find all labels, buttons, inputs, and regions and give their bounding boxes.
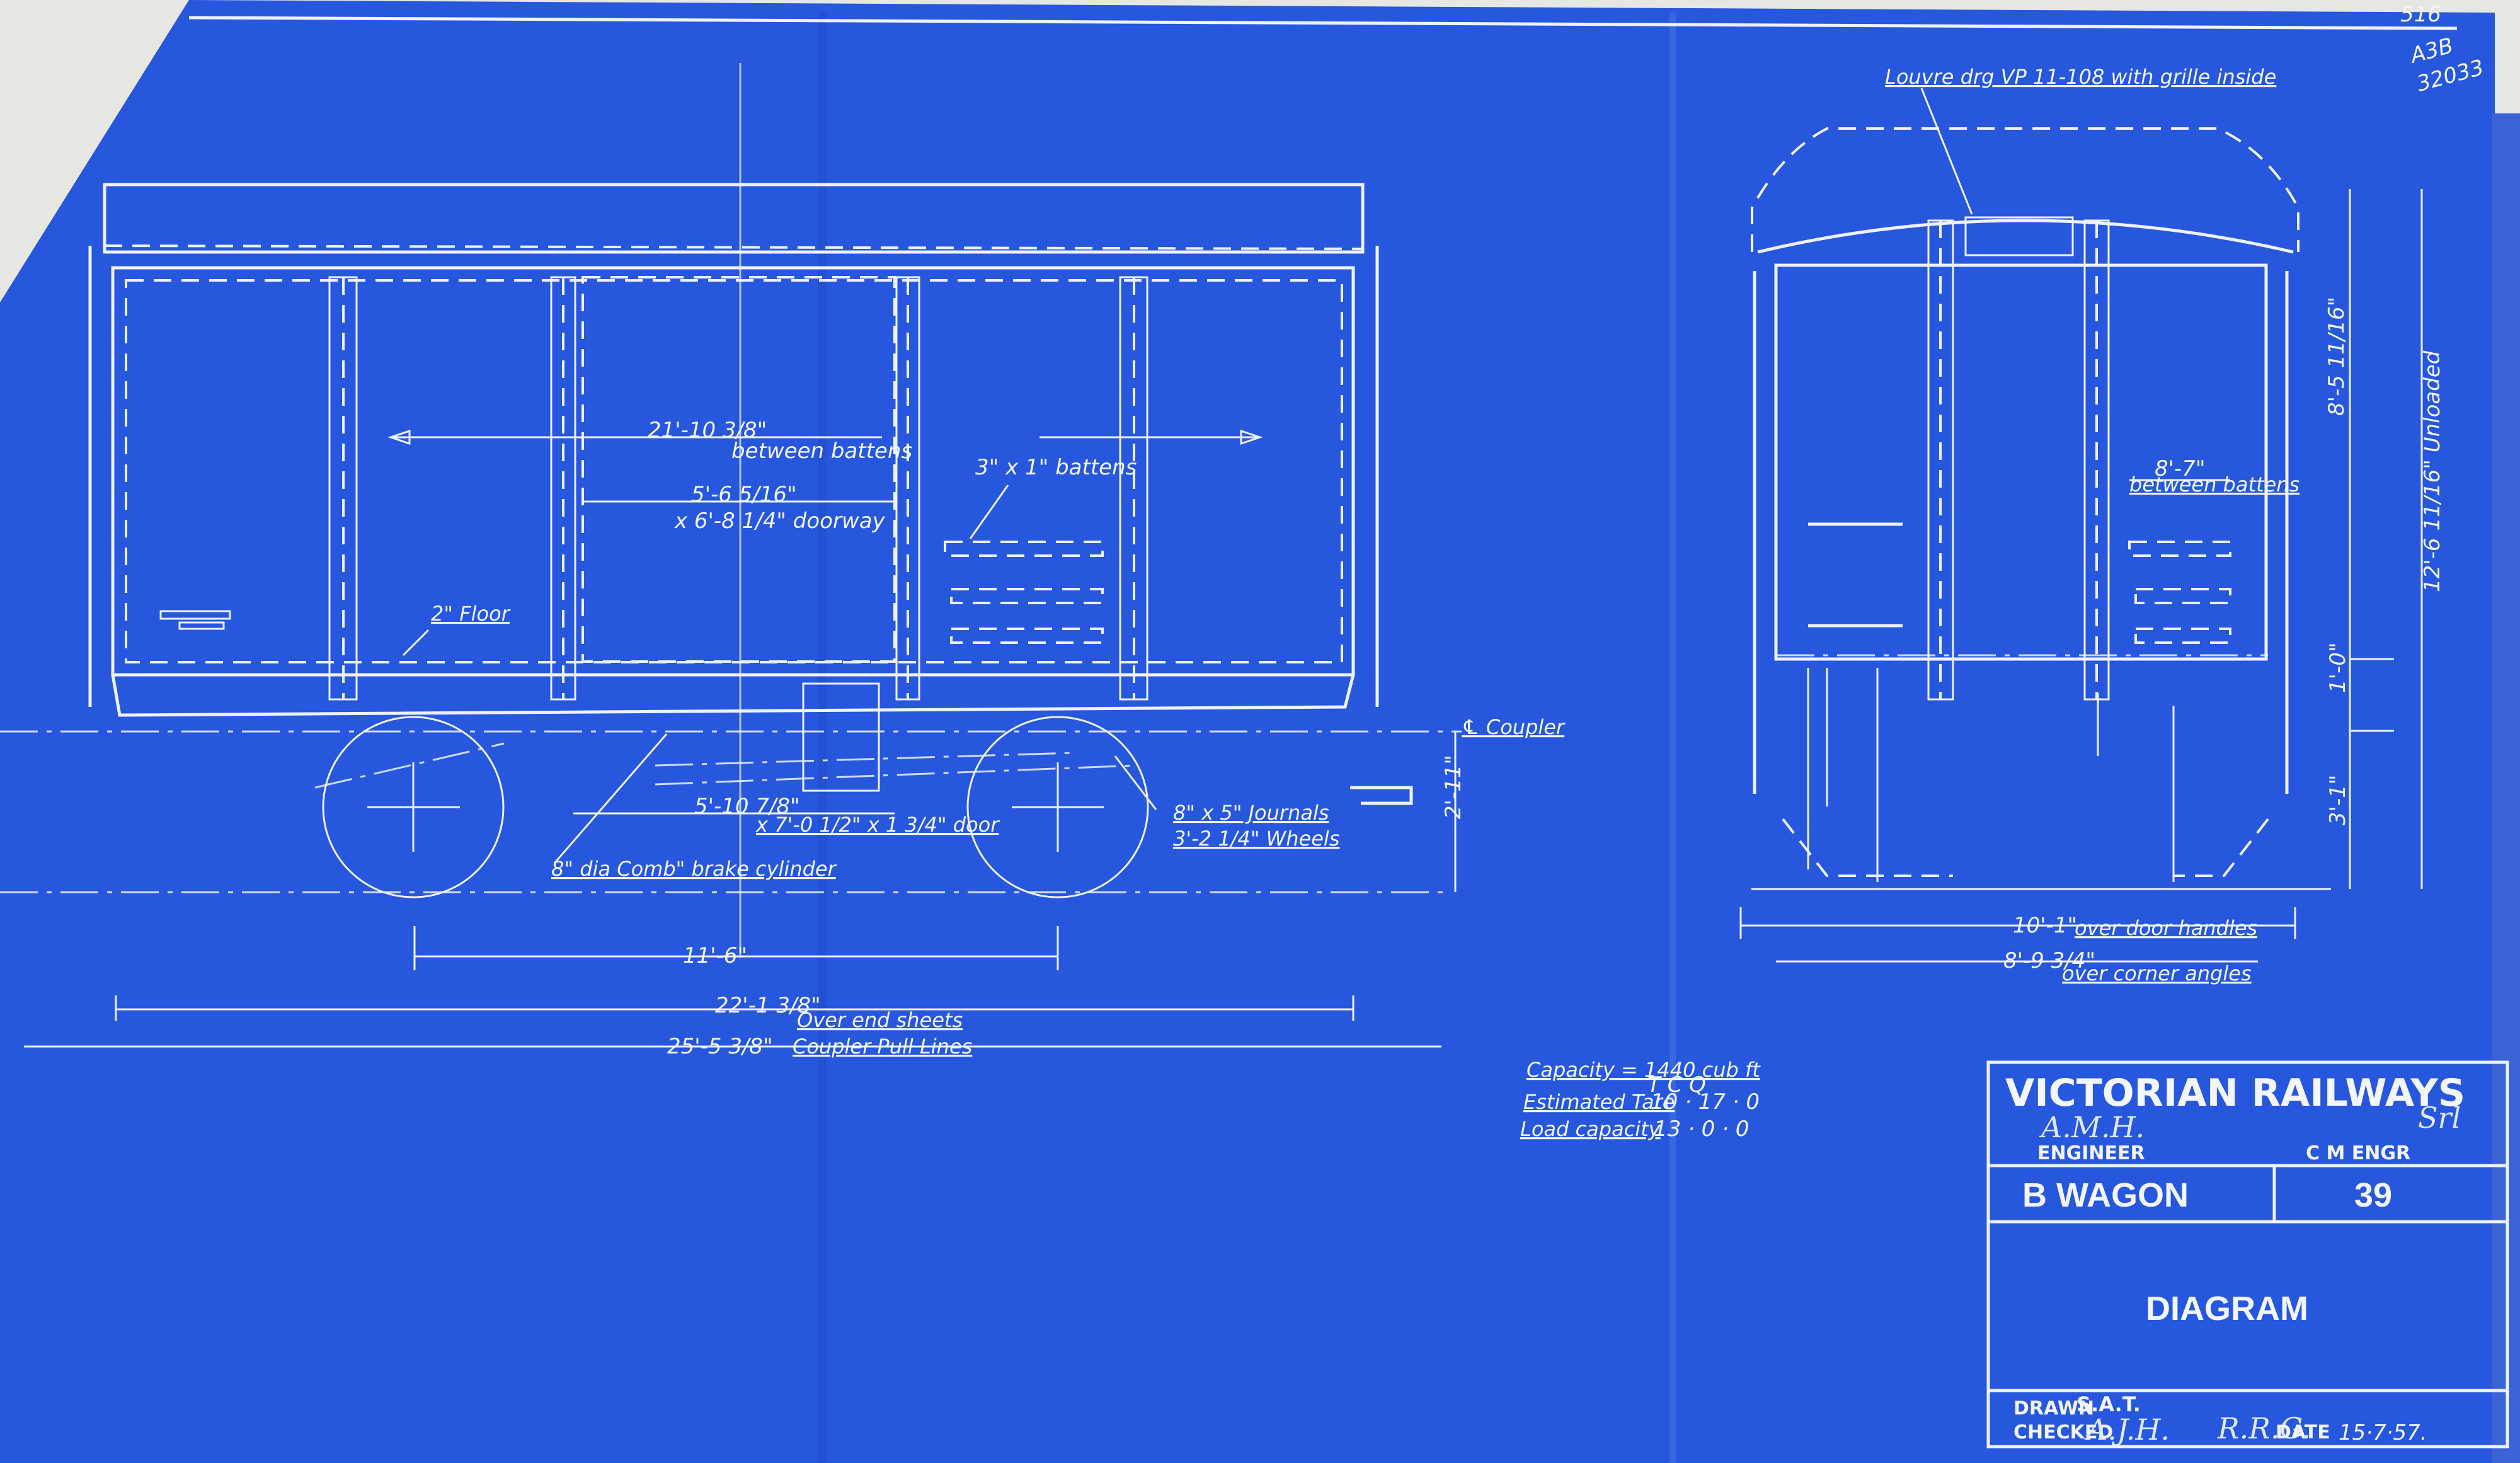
wheel-left	[322, 716, 505, 898]
rail-height-label: 3'-1"	[2325, 774, 2351, 825]
body-lining	[125, 279, 1343, 663]
wheelbase-dimension	[413, 926, 1059, 970]
border-top	[188, 16, 2458, 30]
brake-rigging	[314, 742, 1135, 789]
pull-lines-label: Coupler Pull Lines	[793, 1035, 972, 1059]
battens-label: 3" x 1" battens	[975, 455, 1137, 480]
drawn-by: S.A.T.	[2076, 1392, 2141, 1416]
engineer-label: ENGINEER	[2037, 1142, 2145, 1164]
vehicle-class: B WAGON	[2022, 1176, 2189, 1214]
engineer-signature: A.M.H.	[2039, 1110, 2145, 1144]
diagram-heading: DIAGRAM	[2146, 1290, 2308, 1328]
tare-units: T C Q	[1647, 1072, 1706, 1098]
upper-height-label: 8'-5 11/16"	[2324, 297, 2349, 416]
load-capacity-value: 13 · 0 · 0	[1654, 1116, 1749, 1142]
end-battens-label: between battens	[2129, 473, 2300, 496]
door-dimension-label: 5'-10 7/8"	[694, 794, 800, 819]
end-elevation: Louvre drg VP 11-108 with grille inside …	[1739, 65, 2445, 985]
between-battens-dimension	[387, 429, 1263, 445]
journals-label: 8" x 5" Journals	[1173, 801, 1329, 825]
tare-value: 10 · 17 · 0	[1651, 1089, 1760, 1115]
coupler-height-label: 2'-11"	[1441, 755, 1466, 819]
leader-lines	[402, 485, 1157, 864]
cme-signature: Srl	[2418, 1101, 2461, 1135]
between-battens-dimension-label: 21'-10 3/8"	[648, 418, 767, 443]
date-value: 15·7·57.	[2339, 1420, 2427, 1445]
brake-cylinder-label: 8" dia Comb" brake cylinder	[551, 857, 837, 881]
brake-cylinder	[802, 682, 880, 792]
door-handles-label: over door handles	[2075, 916, 2257, 940]
over-end-label: Over end sheets	[797, 1008, 963, 1032]
louvre-label: Louvre drg VP 11-108 with grille inside	[1885, 65, 2276, 89]
roof-profile	[1751, 127, 2300, 252]
title-block: VICTORIAN RAILWAYS A.M.H. ENGINEER Srl C…	[1986, 1060, 2509, 1449]
traced-by-initials: R.R.G.	[2217, 1411, 2311, 1445]
corner-angles-label: over corner angles	[2062, 961, 2252, 985]
checked-label: CHECKED	[2013, 1421, 2113, 1443]
side-elevation: 21'-10 3/8" between battens 5'-6 5/16" x…	[0, 63, 1566, 1059]
louvre-grille	[1964, 216, 2074, 256]
door-label: x 7'-0 1/2" x 1 3/4" door	[755, 813, 1000, 837]
doorway-label: x 6'-8 1/4" doorway	[674, 508, 886, 534]
drawn-label: DRAWN	[2013, 1397, 2094, 1420]
checked-by-signature: A.J.H.	[2084, 1413, 2170, 1447]
wheel-right	[966, 716, 1149, 898]
end-body-outline	[1774, 263, 2268, 661]
over-end-dimension-label: 22'-1 3/8"	[715, 993, 821, 1018]
batten-outlines	[944, 541, 1104, 644]
width-dimensions	[1739, 907, 2296, 963]
capacity-text: Capacity = 1440 cub ft	[1526, 1058, 1761, 1082]
door-handles-dimension-label: 10'-1"	[2013, 913, 2077, 938]
coupler-label: ℄ Coupler	[1462, 715, 1566, 739]
date-label: DATE	[2276, 1421, 2330, 1443]
end-batten-outlines	[2128, 541, 2231, 644]
doorway-dimension-label: 5'-6 5/16"	[691, 482, 797, 507]
wheels-label: 3'-2 1/4" Wheels	[1173, 827, 1339, 851]
capacity-notes: Capacity = 1440 cub ft T C Q Estimated T…	[1520, 1058, 1761, 1142]
doorway-outline	[581, 276, 896, 663]
corner-angles-dimension-label: 8'-9 3/4"	[2003, 948, 2095, 973]
wheel-outline-end	[1782, 818, 2269, 877]
over-end-dimension	[115, 995, 1354, 1021]
coupler	[1350, 786, 1413, 805]
stanchions	[328, 276, 1148, 701]
floor-height-label: 1'-0"	[2325, 642, 2351, 693]
door-handles	[1808, 522, 1903, 628]
underframe	[111, 673, 1356, 717]
between-battens-label: between battens	[731, 439, 912, 464]
door-handle-icon	[159, 610, 231, 630]
total-height-label: 12'-6 11/16" Unloaded	[2420, 350, 2445, 592]
axle-centre-marks	[367, 762, 1104, 852]
underframe-end	[1807, 668, 2175, 882]
height-dimensions	[2349, 189, 2423, 889]
roof-hidden-line	[104, 244, 1363, 250]
tare-label: Estimated Tare	[1523, 1090, 1675, 1114]
sheet-number: 516	[2400, 2, 2441, 27]
pull-lines-dimension-label: 25'-5 3/8"	[667, 1034, 773, 1059]
cme-label: C M ENGR	[2306, 1142, 2410, 1164]
end-battens-dimension-label: 8'-7"	[2155, 456, 2206, 481]
diagram-number: 39	[2354, 1176, 2392, 1214]
wheelbase-label: 11'-6"	[683, 943, 747, 968]
roof-curve	[1757, 219, 2294, 254]
organisation-name: VICTORIAN RAILWAYS	[2005, 1071, 2465, 1115]
end-leader-lines	[1920, 88, 2230, 481]
roof-outline	[103, 183, 1365, 254]
floor-label: 2" Floor	[431, 602, 511, 626]
load-capacity-label: Load capacity	[1520, 1117, 1661, 1141]
